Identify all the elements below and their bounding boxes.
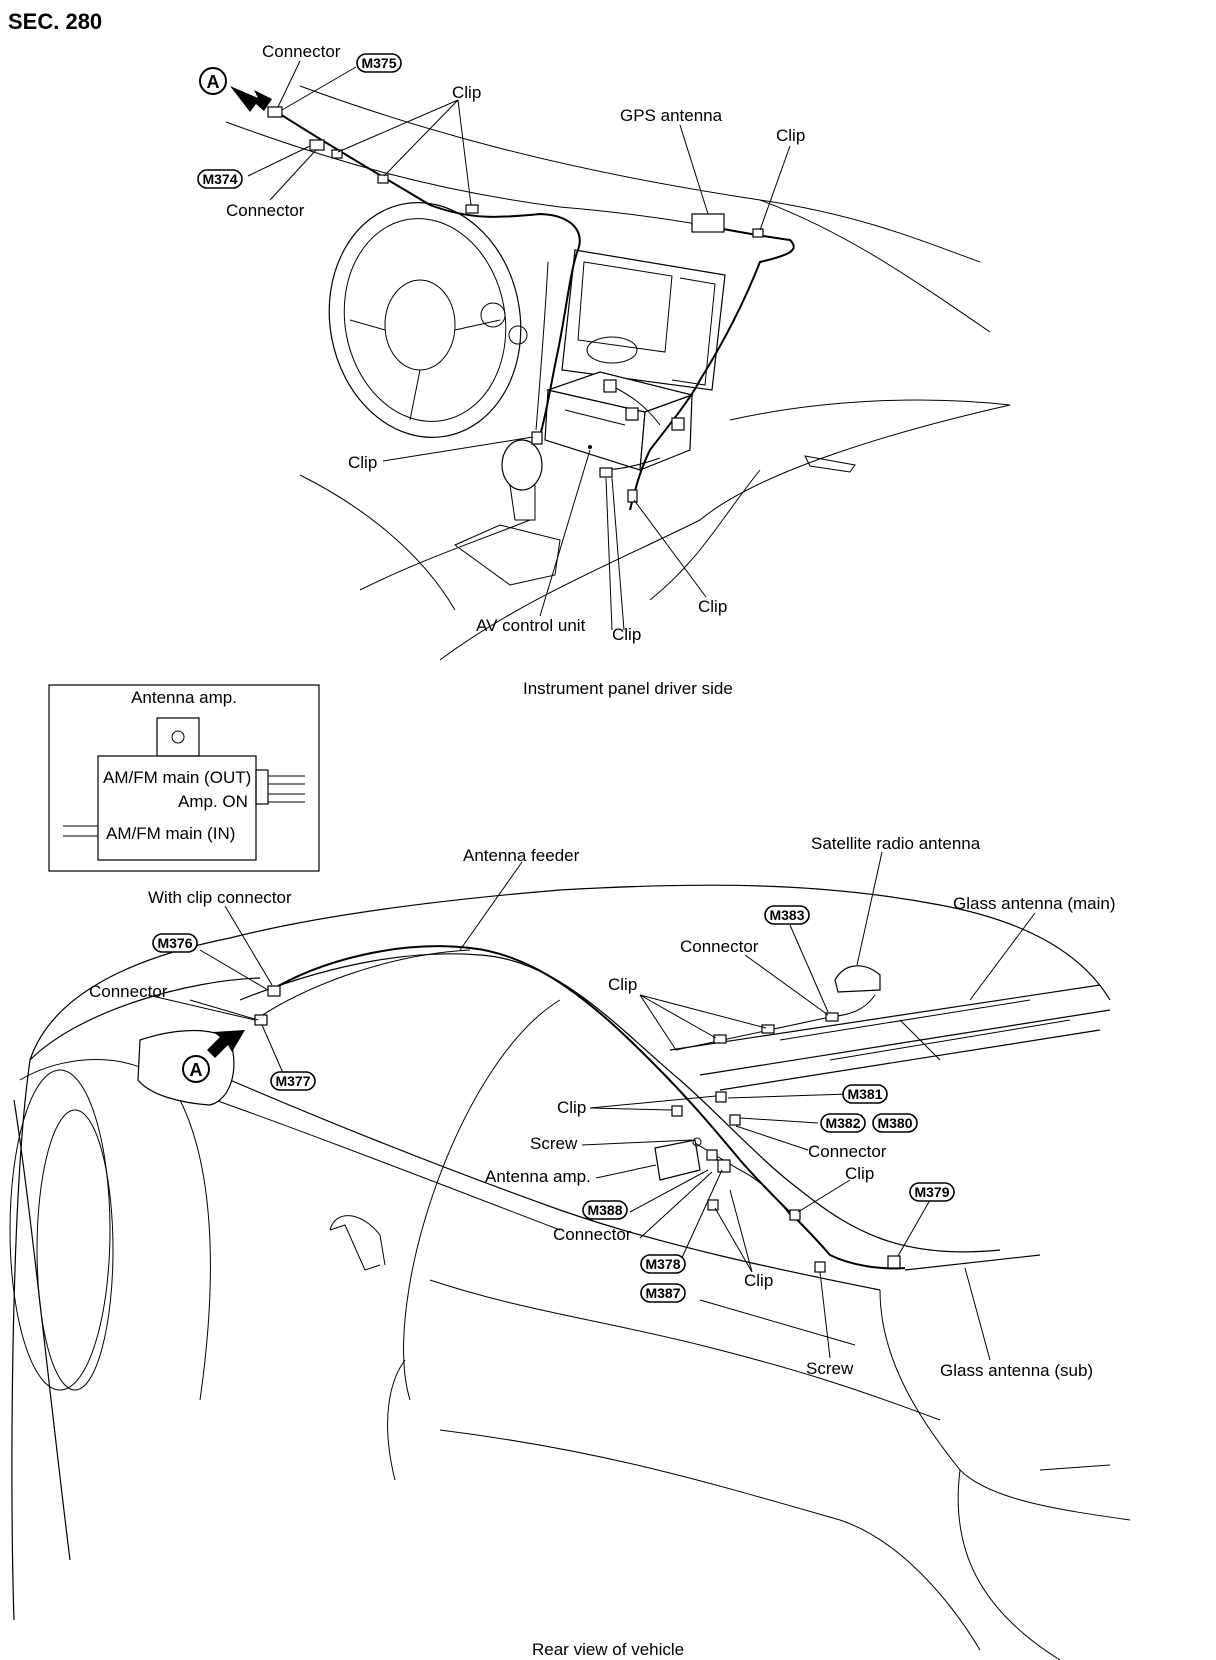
label-gps-antenna: GPS antenna	[620, 106, 723, 125]
label-clip-bottom: Clip	[612, 625, 641, 644]
inset-title: Antenna amp.	[131, 688, 237, 707]
connector-badge-m382	[820, 1113, 866, 1133]
connector-badge-m381	[842, 1084, 888, 1104]
label-clip-right: Clip	[698, 597, 727, 616]
svg-text:M380: M380	[877, 1115, 912, 1131]
connector-badge-m387	[640, 1283, 686, 1303]
section-title: SEC. 280	[8, 9, 102, 34]
svg-text:M383: M383	[769, 907, 804, 923]
svg-text:A: A	[190, 1060, 203, 1080]
label-screw-top: Screw	[530, 1134, 578, 1153]
label-connector-m375: Connector	[262, 42, 341, 61]
svg-text:M377: M377	[275, 1073, 310, 1089]
antenna-amp-inset: Antenna amp. AM/FM main (OUT) Amp. ON AM…	[48, 684, 320, 872]
label-clip-gps: Clip	[776, 126, 805, 145]
connector-badge-m388	[582, 1200, 628, 1220]
connector-badge-m378	[640, 1254, 686, 1274]
svg-text:M379: M379	[914, 1184, 949, 1200]
arrow-icon	[230, 86, 272, 112]
connector-badge-m380	[872, 1113, 918, 1133]
connector-badge-m374	[197, 169, 243, 189]
label-clip-left: Clip	[348, 453, 377, 472]
svg-text:M374: M374	[202, 171, 237, 187]
connector-badge-m377	[270, 1071, 316, 1091]
label-antenna-amp: Antenna amp.	[485, 1167, 591, 1186]
satellite-antenna-icon	[834, 965, 881, 993]
label-clip-mid: Clip	[557, 1098, 586, 1117]
antenna-amp-icon	[654, 1139, 701, 1181]
inset-line-am-fm-out: AM/FM main (OUT)	[103, 768, 251, 787]
label-av-control-unit: AV control unit	[476, 616, 586, 635]
gps-antenna-icon	[691, 213, 725, 233]
svg-text:M381: M381	[847, 1086, 882, 1102]
view-a-marker-bottom: A	[182, 1030, 245, 1083]
label-clip-bottom: Clip	[744, 1271, 773, 1290]
gear-shifter	[454, 439, 561, 586]
connector-badge-m375	[356, 53, 402, 73]
connector-badge-m376	[152, 933, 198, 953]
label-glass-antenna-sub: Glass antenna (sub)	[940, 1361, 1093, 1380]
inset-line-am-fm-in: AM/FM main (IN)	[106, 824, 235, 843]
steering-wheel	[328, 202, 522, 438]
svg-text:A: A	[207, 72, 220, 92]
inset-line-amp-on: Amp. ON	[178, 792, 248, 811]
svg-text:M376: M376	[157, 935, 192, 951]
label-antenna-feeder: Antenna feeder	[463, 846, 580, 865]
arrow-icon	[207, 1030, 245, 1058]
label-connector-m382: Connector	[808, 1142, 887, 1161]
label-clip-rear: Clip	[608, 975, 637, 994]
label-clip-right: Clip	[845, 1164, 874, 1183]
svg-text:M375: M375	[361, 55, 396, 71]
label-screw-bottom: Screw	[806, 1359, 854, 1378]
instrument-panel-view: A	[197, 42, 1011, 698]
av-control-unit	[544, 371, 695, 471]
bottom-view-caption: Rear view of vehicle	[532, 1640, 684, 1659]
label-satellite-radio-antenna: Satellite radio antenna	[811, 834, 981, 853]
top-view-caption: Instrument panel driver side	[523, 679, 733, 698]
connector-badge-m379	[909, 1182, 955, 1202]
center-console	[535, 249, 726, 431]
label-connector-m388: Connector	[553, 1225, 632, 1244]
svg-text:M387: M387	[645, 1285, 680, 1301]
svg-text:M382: M382	[825, 1115, 860, 1131]
view-a-marker-top: A	[199, 67, 272, 112]
connector-badge-m383	[764, 905, 810, 925]
svg-text:M388: M388	[587, 1202, 622, 1218]
label-with-clip-connector: With clip connector	[148, 888, 292, 907]
label-connector-left: Connector	[89, 982, 168, 1001]
label-connector-m383: Connector	[680, 937, 759, 956]
svg-text:M378: M378	[645, 1256, 680, 1272]
label-clip-top: Clip	[452, 83, 481, 102]
label-glass-antenna-main: Glass antenna (main)	[953, 894, 1116, 913]
label-connector-m374: Connector	[226, 201, 305, 220]
rear-vehicle-view: A M376 M	[9, 834, 1131, 1660]
